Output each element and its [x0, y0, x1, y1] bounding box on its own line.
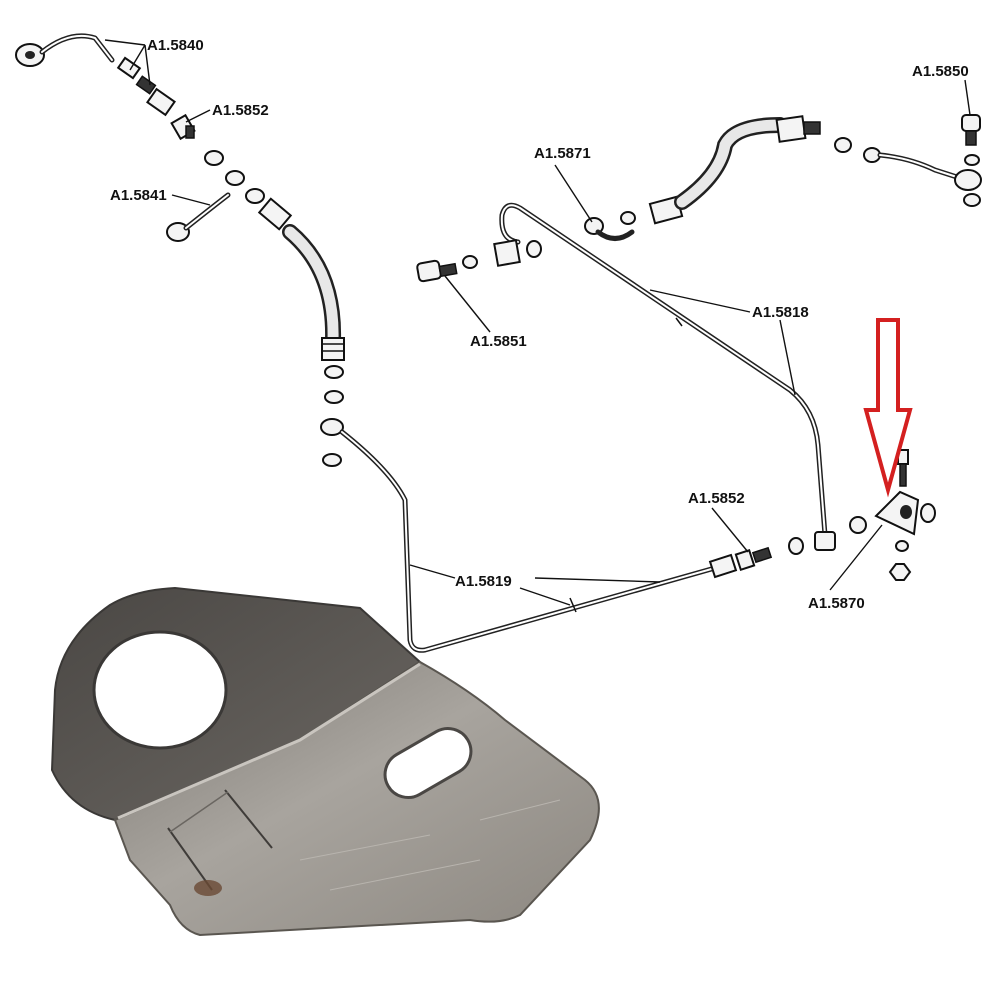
label-a1-5870: A1.5870 [808, 595, 865, 612]
label-a1-5819: A1.5819 [455, 573, 512, 590]
bracket-large-hole [92, 630, 228, 750]
bracket-base-plate [113, 660, 600, 937]
banjo-bolt-a1-5851 [416, 255, 478, 283]
bracket-a1-5870-diagram [849, 449, 936, 581]
bracket-slot [383, 727, 473, 799]
label-a1-5818: A1.5818 [752, 304, 809, 321]
banjo-union-a1-5840 [15, 33, 115, 67]
label-a1-5840: A1.5840 [147, 37, 204, 54]
label-a1-5841: A1.5841 [110, 187, 167, 204]
label-a1-5852-top: A1.5852 [212, 102, 269, 119]
flexible-hose-left [257, 197, 345, 404]
pipe-clip-a1-5871 [584, 211, 636, 241]
banjo-union-a1-5850 [863, 114, 982, 207]
label-a1-5850: A1.5850 [912, 63, 969, 80]
bracket-photo [50, 586, 600, 937]
banjo-bolt-a1-5852-top [170, 113, 245, 186]
pipe-clip-a1-5841 [166, 188, 265, 242]
pointer-arrow [863, 318, 913, 498]
label-a1-5852-bottom: A1.5852 [688, 490, 745, 507]
label-a1-5871: A1.5871 [534, 145, 591, 162]
label-a1-5851: A1.5851 [470, 333, 527, 350]
leader-lines [104, 39, 971, 606]
brake-pipe-a1-5819 [320, 418, 738, 653]
flexible-hose-right [648, 115, 852, 225]
union-a1-5852-bottom [734, 537, 804, 572]
brake-pipe-a1-5818 [493, 202, 836, 551]
union-nut-fittings [116, 56, 176, 117]
